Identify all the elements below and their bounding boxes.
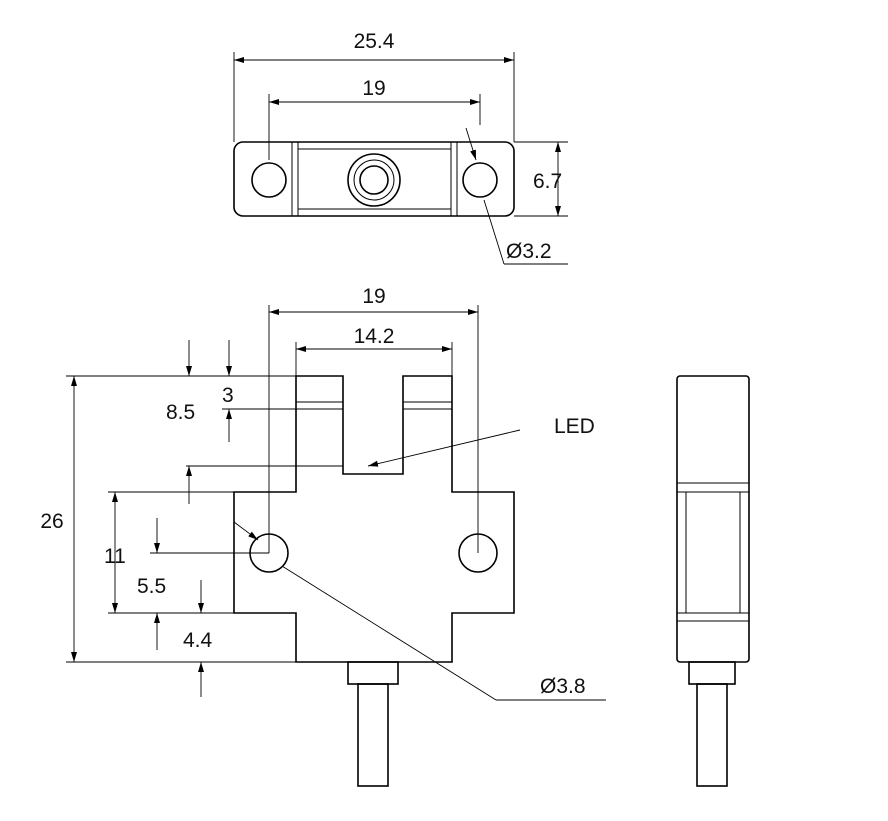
top-height-label: 6.7 bbox=[533, 170, 562, 193]
front-hole-diameter-label: Ø3.8 bbox=[540, 675, 586, 698]
top-hole-diameter-label: Ø3.2 bbox=[506, 240, 552, 263]
front-bottom-step-label: 4.4 bbox=[183, 629, 213, 652]
top-overall-width-label: 25.4 bbox=[354, 30, 395, 53]
front-flange-height-label: 11 bbox=[104, 545, 126, 568]
side-view bbox=[676, 375, 750, 787]
top-lens-outer bbox=[347, 153, 401, 207]
front-hole-spacing-label: 19 bbox=[362, 285, 385, 308]
side-cable-gland bbox=[688, 661, 736, 685]
front-total-height-label: 26 bbox=[40, 510, 63, 533]
top-view-body bbox=[233, 141, 515, 217]
front-hole-height-label: 5.5 bbox=[137, 575, 166, 598]
top-hole-spacing-label: 19 bbox=[362, 77, 385, 100]
top-left-mounting-hole bbox=[251, 162, 287, 198]
led-label: LED bbox=[554, 415, 595, 438]
top-lens-inner bbox=[359, 165, 389, 195]
front-slot-depth-label: 8.5 bbox=[166, 401, 195, 424]
top-view: 25.4 19 6.7 Ø3.2 bbox=[233, 30, 568, 265]
front-cable-gland bbox=[347, 661, 399, 685]
top-right-mounting-hole bbox=[462, 162, 498, 198]
front-top-step-label: 3 bbox=[222, 384, 234, 407]
front-cable bbox=[357, 683, 389, 787]
front-slot-width-label: 14.2 bbox=[354, 325, 395, 348]
side-view-body bbox=[676, 375, 750, 663]
side-cable bbox=[696, 683, 728, 787]
front-view-body bbox=[233, 375, 515, 663]
front-view: 19 14.2 26 8.5 3 11 5.5 4 bbox=[40, 285, 606, 787]
